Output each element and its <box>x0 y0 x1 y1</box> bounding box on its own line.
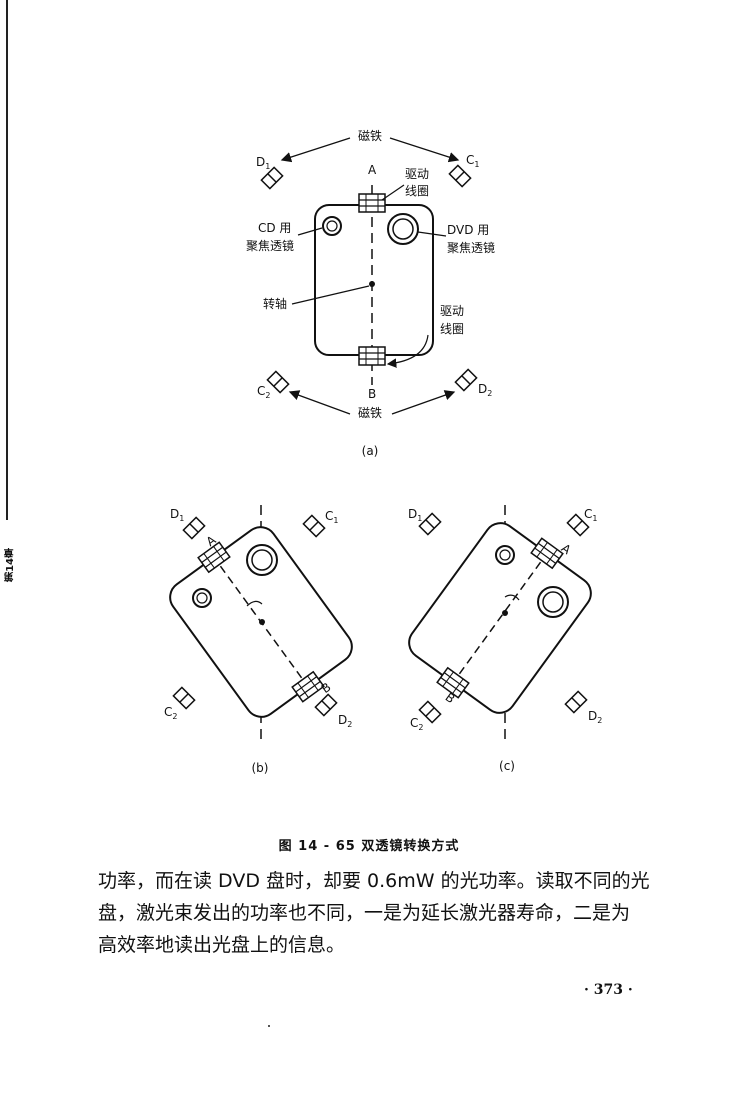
d2-label-c: D2 <box>588 709 602 725</box>
magnet-d2 <box>454 368 478 392</box>
shaft-point <box>369 281 375 287</box>
c2-label-c: C2 <box>410 716 423 732</box>
figure-a: 磁铁 D1 C1 A B 驱动 线圈 CD 用 聚焦透镜 DVD 用 聚焦透镜 … <box>246 128 495 458</box>
c1-label-b: C1 <box>325 509 338 525</box>
cd-lens <box>322 216 342 236</box>
figure-b-label: (b) <box>252 761 269 775</box>
body-line: 高效率地读出光盘上的信息。 <box>98 934 346 956</box>
c1-label: C1 <box>466 153 479 169</box>
cd-lens-label-1: CD 用 <box>258 221 291 235</box>
drive-coil-b <box>358 346 386 366</box>
dvd-lens-label-2: 聚焦透镜 <box>447 240 495 255</box>
scan-speck <box>268 1025 270 1027</box>
c2-label-b: C2 <box>164 705 177 721</box>
figure-caption: 图 14 - 65 双透镜转换方式 <box>278 839 460 854</box>
c1-label-c: C1 <box>584 507 597 523</box>
body-paragraph: 功率，而在读 DVD 盘时，却要 0.6mW 的光功率。读取不同的光 盘，激光束… <box>98 865 680 961</box>
drive-coil-right-label-1: 驱动 <box>440 304 464 318</box>
d2-label: D2 <box>478 382 492 398</box>
point-a-label: A <box>368 163 377 177</box>
magnet-bottom-label: 磁铁 <box>358 405 382 420</box>
drive-coil-right-label-2: 线圈 <box>440 322 464 336</box>
d1-label-b: D1 <box>170 507 184 523</box>
magnet-c2-b <box>172 686 196 710</box>
drive-coil-a <box>358 193 386 213</box>
point-b-label-c: B <box>443 690 458 706</box>
magnet-d2-c <box>564 690 588 714</box>
page-margin-rule <box>6 0 8 520</box>
magnet-c2 <box>266 370 290 394</box>
cd-lens-label-2: 聚焦透镜 <box>246 238 294 253</box>
drive-coil-top-label-1: 驱动 <box>405 167 429 181</box>
page-number: · 373 · <box>584 982 633 998</box>
drive-coil-top-label-2: 线圈 <box>405 184 429 198</box>
body-line: 盘，激光束发出的功率也不同，一是为延长激光器寿命，二是为 <box>98 902 631 924</box>
cd-lens-c <box>495 545 515 565</box>
d1-label-c: D1 <box>408 507 422 523</box>
magnet-c1-b <box>302 514 326 538</box>
magnet-d2-b <box>314 693 338 717</box>
figure-c: A B D1 C1 C2 D2 (c) <box>408 505 602 773</box>
magnet-d1-c <box>418 512 442 536</box>
figure-a-label: (a) <box>362 444 379 458</box>
magnet-c2-c <box>418 700 442 724</box>
figure-14-65: 磁铁 D1 C1 A B 驱动 线圈 CD 用 聚焦透镜 DVD 用 聚焦透镜 … <box>164 128 602 775</box>
dvd-lens-label-1: DVD 用 <box>447 223 489 237</box>
point-b-label: B <box>368 387 376 401</box>
figure-c-label: (c) <box>499 759 515 773</box>
figure-b: A B D1 C1 C2 D2 (b) <box>164 505 353 775</box>
cd-lens-b <box>192 588 212 608</box>
magnet-top-label: 磁铁 <box>358 128 382 143</box>
body-line: 功率，而在读 DVD 盘时，却要 0.6mW 的光功率。读取不同的光 <box>98 870 650 892</box>
magnet-d1-b <box>182 516 206 540</box>
shaft-label: 转轴 <box>263 296 287 311</box>
c2-label: C2 <box>257 384 270 400</box>
d2-label-b: D2 <box>338 713 352 729</box>
d1-label: D1 <box>256 155 270 171</box>
magnet-c1 <box>448 164 472 188</box>
point-b-label-b: B <box>319 680 334 696</box>
